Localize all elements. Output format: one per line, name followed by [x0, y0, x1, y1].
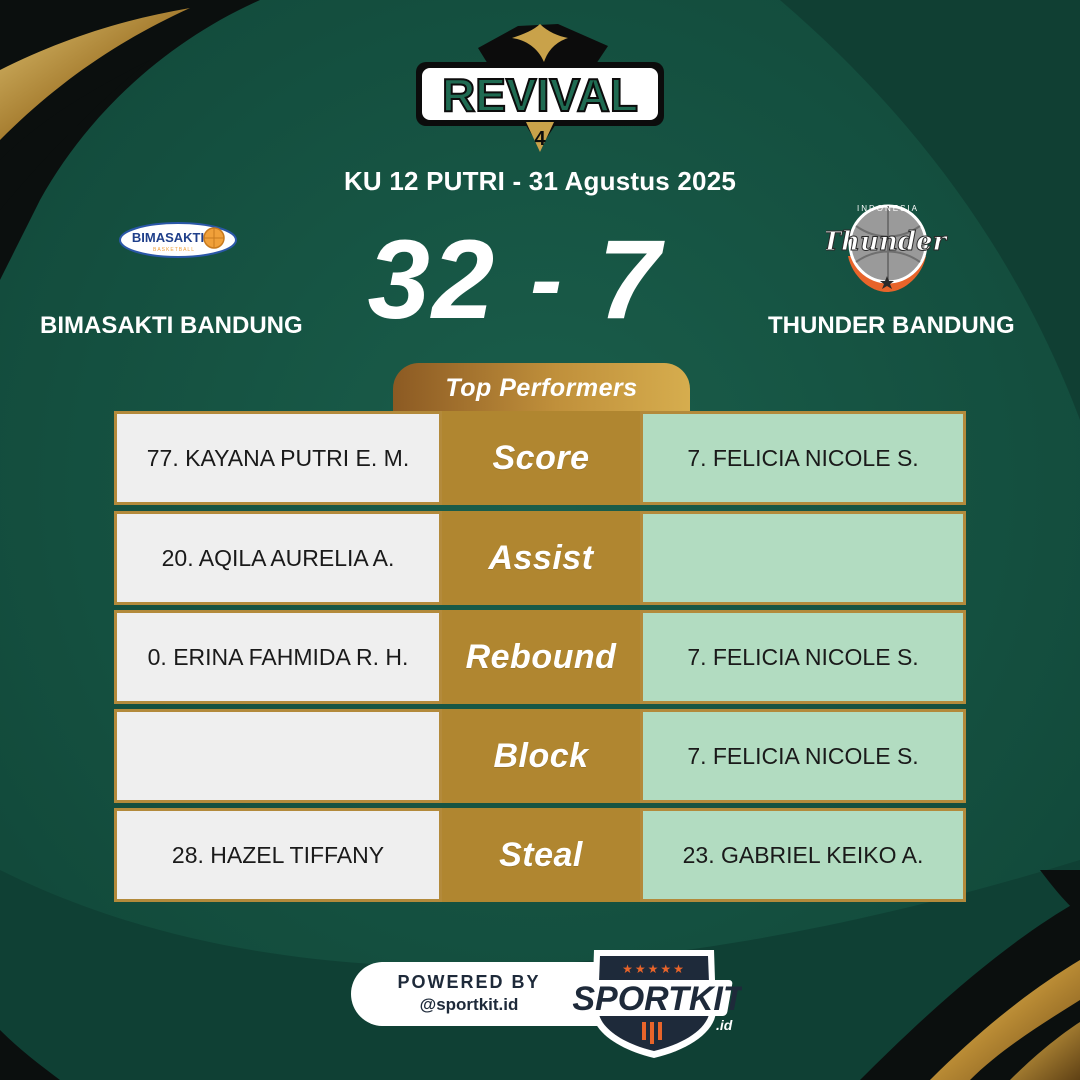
svg-text:★★★★★: ★★★★★: [622, 962, 686, 976]
powered-by-label: POWERED BY: [397, 972, 541, 992]
table-row: 28. HAZEL TIFFANY Steal 23. GABRIEL KEIK…: [114, 808, 966, 902]
home-team-name: BIMASAKTI BANDUNG: [40, 312, 303, 339]
sportkit-handle: @sportkit.id: [419, 995, 519, 1014]
sportkit-logo: ★★★★★ SPORTKIT .id: [566, 950, 742, 1058]
away-team-name: THUNDER BANDUNG: [768, 312, 1015, 339]
bimasakti-logo: BIMASAKTI BASKETBALL: [119, 222, 237, 258]
svg-text:INDONESIA: INDONESIA: [857, 204, 919, 213]
table-row: 77. KAYANA PUTRI E. M. Score 7. FELICIA …: [114, 411, 966, 505]
home-performer: 0. ERINA FAHMIDA R. H.: [114, 610, 442, 704]
svg-text:.id: .id: [716, 1017, 733, 1033]
table-row: 0. ERINA FAHMIDA R. H. Rebound 7. FELICI…: [114, 610, 966, 704]
table-row: 20. AQILA AURELIA A. Assist: [114, 511, 966, 605]
svg-text:4: 4: [534, 128, 546, 150]
top-performers-title: Top Performers: [393, 363, 690, 413]
away-performer: 7. FELICIA NICOLE S.: [640, 411, 966, 505]
svg-text:BIMASAKTI: BIMASAKTI: [132, 230, 204, 245]
away-performer: 7. FELICIA NICOLE S.: [640, 709, 966, 803]
home-performer: 20. AQILA AURELIA A.: [114, 511, 442, 605]
svg-text:BASKETBALL: BASKETBALL: [153, 247, 195, 253]
stat-category: Rebound: [442, 610, 640, 704]
away-performer: [640, 511, 966, 605]
revival-logo: REVIVAL 4: [416, 24, 664, 152]
match-info: KU 12 PUTRI - 31 Agustus 2025: [343, 166, 737, 196]
home-score: 32: [367, 217, 497, 342]
final-score: 32 - 7: [350, 217, 680, 342]
thunder-logo: INDONESIA Thunder: [826, 204, 948, 292]
home-performer: 77. KAYANA PUTRI E. M.: [114, 411, 442, 505]
svg-text:Thunder: Thunder: [826, 227, 948, 257]
svg-text:REVIVAL: REVIVAL: [442, 69, 638, 121]
table-row: Block 7. FELICIA NICOLE S.: [114, 709, 966, 803]
away-performer: 23. GABRIEL KEIKO A.: [640, 808, 966, 902]
stat-category: Score: [442, 411, 640, 505]
away-score: 7: [598, 217, 663, 342]
score-separator: -: [530, 226, 565, 333]
stat-category: Steal: [442, 808, 640, 902]
stat-category: Block: [442, 709, 640, 803]
away-performer: 7. FELICIA NICOLE S.: [640, 610, 966, 704]
svg-text:SPORTKIT: SPORTKIT: [572, 980, 742, 1018]
home-performer: [114, 709, 442, 803]
stat-category: Assist: [442, 511, 640, 605]
home-performer: 28. HAZEL TIFFANY: [114, 808, 442, 902]
